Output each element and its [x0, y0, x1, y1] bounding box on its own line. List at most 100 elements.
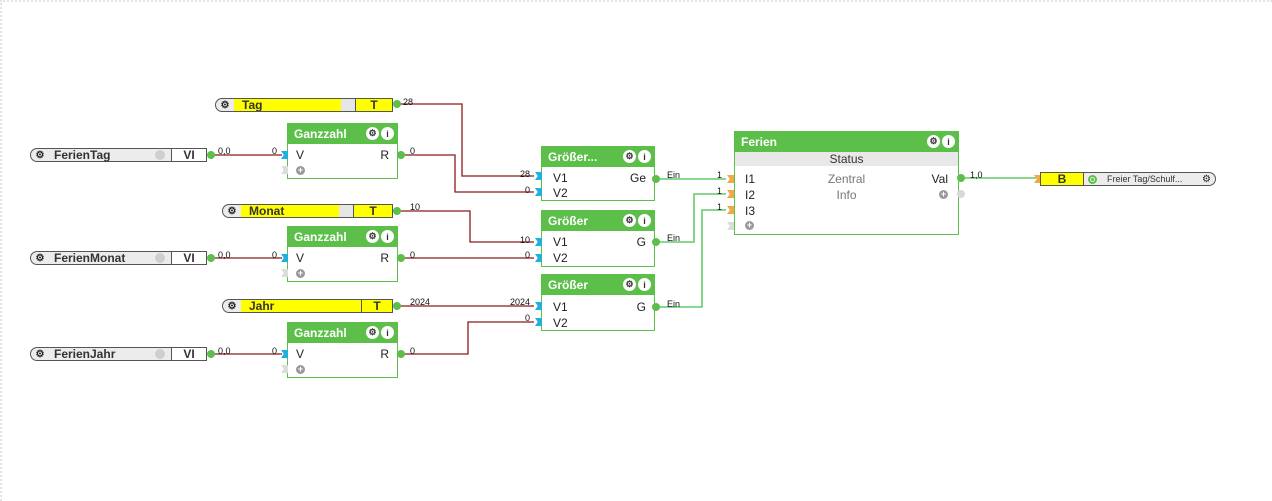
info-icon[interactable]: i — [381, 326, 394, 339]
ganzzahl-block[interactable]: Ganzzahl ⚙i V R + — [287, 226, 398, 282]
info-icon[interactable]: i — [638, 278, 651, 291]
input-port[interactable] — [535, 318, 542, 326]
add-input-icon[interactable]: + — [296, 165, 305, 175]
constant-type: T — [361, 299, 392, 313]
output-port[interactable] — [393, 207, 401, 215]
gear-icon[interactable]: ⚙ — [623, 214, 636, 227]
wire-tag-to-v1 — [398, 103, 534, 177]
compare-block[interactable]: Größer ⚙i V1 V2 G — [541, 210, 655, 267]
wire-label: 0 — [524, 313, 530, 323]
compare-block[interactable]: Größer... ⚙i V1 V2 Ge — [541, 146, 655, 201]
info-icon[interactable]: i — [381, 127, 394, 140]
input-port[interactable] — [535, 302, 542, 310]
status-block-ferien[interactable]: Ferien ⚙i Status I1 I2 I3 Zentral Info V… — [734, 131, 959, 235]
info-icon[interactable]: i — [381, 230, 394, 243]
input-port[interactable] — [281, 254, 288, 262]
wire-label: 0 — [524, 185, 530, 195]
gear-icon[interactable]: ⚙ — [35, 348, 45, 360]
more-icon[interactable] — [155, 253, 165, 263]
input-port-empty[interactable] — [727, 222, 734, 230]
output-port[interactable] — [397, 254, 405, 262]
output-label: Ge — [629, 171, 646, 185]
add-input-icon[interactable]: + — [296, 268, 305, 278]
wire-label: 0,0 — [218, 250, 231, 260]
variable-name: FerienMonat — [54, 251, 126, 265]
info-icon[interactable]: i — [638, 150, 651, 163]
input-label: V1 — [553, 300, 568, 314]
block-title: Größer... — [548, 150, 598, 164]
wire-label: Ein — [667, 299, 681, 309]
gear-icon[interactable]: ⚙ — [1202, 173, 1211, 185]
add-input-icon[interactable]: + — [296, 364, 305, 374]
output-port[interactable] — [207, 151, 215, 159]
output-port[interactable] — [652, 238, 660, 246]
input-port[interactable] — [281, 151, 288, 159]
output-port[interactable] — [207, 350, 215, 358]
info-icon[interactable]: i — [942, 135, 955, 148]
constant-type: T — [355, 98, 392, 112]
input-port[interactable] — [1034, 175, 1041, 183]
gear-icon[interactable]: ⚙ — [927, 135, 940, 148]
gear-icon[interactable]: ⚙ — [623, 278, 636, 291]
output-label: G — [636, 300, 646, 314]
constant-monat[interactable]: ⚙ Monat T — [222, 204, 393, 218]
input-label: I3 — [745, 204, 756, 218]
input-port-empty[interactable] — [281, 365, 288, 373]
ganzzahl-block[interactable]: Ganzzahl ⚙i V R + — [287, 123, 398, 179]
input-port[interactable] — [535, 238, 542, 246]
output-freier-tag[interactable]: B Freier Tag/Schulf... ⚙ — [1040, 172, 1216, 186]
gear-icon[interactable]: ⚙ — [366, 230, 379, 243]
output-label: R — [380, 347, 389, 361]
input-port[interactable] — [535, 254, 542, 262]
spacer — [341, 99, 355, 111]
variable-ferienmonat[interactable]: ⚙ FerienMonat VI — [30, 251, 207, 265]
input-port[interactable] — [281, 350, 288, 358]
output-port[interactable] — [397, 151, 405, 159]
wire-label: 0 — [410, 250, 416, 260]
wire-label: 0 — [271, 250, 277, 260]
more-icon[interactable] — [155, 150, 165, 160]
gear-icon[interactable]: ⚙ — [366, 326, 379, 339]
input-port-empty[interactable] — [281, 166, 288, 174]
input-port[interactable] — [535, 172, 542, 180]
variable-ferienjahr[interactable]: ⚙ FerienJahr VI — [30, 347, 207, 361]
output-port[interactable] — [393, 100, 401, 108]
gear-icon[interactable]: ⚙ — [220, 99, 230, 111]
constant-jahr[interactable]: ⚙ Jahr T — [222, 299, 393, 313]
constant-tag[interactable]: ⚙ Tag T — [215, 98, 393, 112]
gear-icon[interactable]: ⚙ — [227, 205, 237, 217]
gear-icon[interactable]: ⚙ — [366, 127, 379, 140]
add-output-icon[interactable]: + — [939, 189, 948, 199]
output-port-empty[interactable] — [957, 190, 965, 198]
output-port[interactable] — [957, 174, 965, 182]
output-port[interactable] — [652, 175, 660, 183]
gear-icon[interactable]: ⚙ — [623, 150, 636, 163]
compare-block[interactable]: Größer ⚙i V1 V2 G — [541, 274, 655, 331]
output-port[interactable] — [652, 303, 660, 311]
gear-icon[interactable]: ⚙ — [35, 149, 45, 161]
input-label: V2 — [553, 186, 568, 200]
wire-label: 0 — [271, 346, 277, 356]
input-port[interactable] — [727, 206, 734, 214]
add-input-icon[interactable]: + — [745, 220, 754, 230]
output-port[interactable] — [393, 302, 401, 310]
constant-name: Tag — [234, 99, 341, 111]
wire-label: 0 — [410, 346, 416, 356]
output-label: R — [380, 251, 389, 265]
gear-icon[interactable]: ⚙ — [35, 252, 45, 264]
input-port[interactable] — [727, 190, 734, 198]
gear-icon[interactable]: ⚙ — [227, 300, 237, 312]
output-port[interactable] — [397, 350, 405, 358]
ganzzahl-block[interactable]: Ganzzahl ⚙i V R + — [287, 322, 398, 378]
wire-label: 0 — [524, 250, 530, 260]
block-title: Ganzzahl — [294, 230, 347, 244]
info-icon[interactable]: i — [638, 214, 651, 227]
wire-label: Ein — [667, 233, 681, 243]
input-port[interactable] — [535, 188, 542, 196]
input-port[interactable] — [727, 175, 734, 183]
input-port-empty[interactable] — [281, 269, 288, 277]
variable-ferientag[interactable]: ⚙ FerienTag VI — [30, 148, 207, 162]
more-icon[interactable] — [155, 349, 165, 359]
output-port[interactable] — [207, 254, 215, 262]
